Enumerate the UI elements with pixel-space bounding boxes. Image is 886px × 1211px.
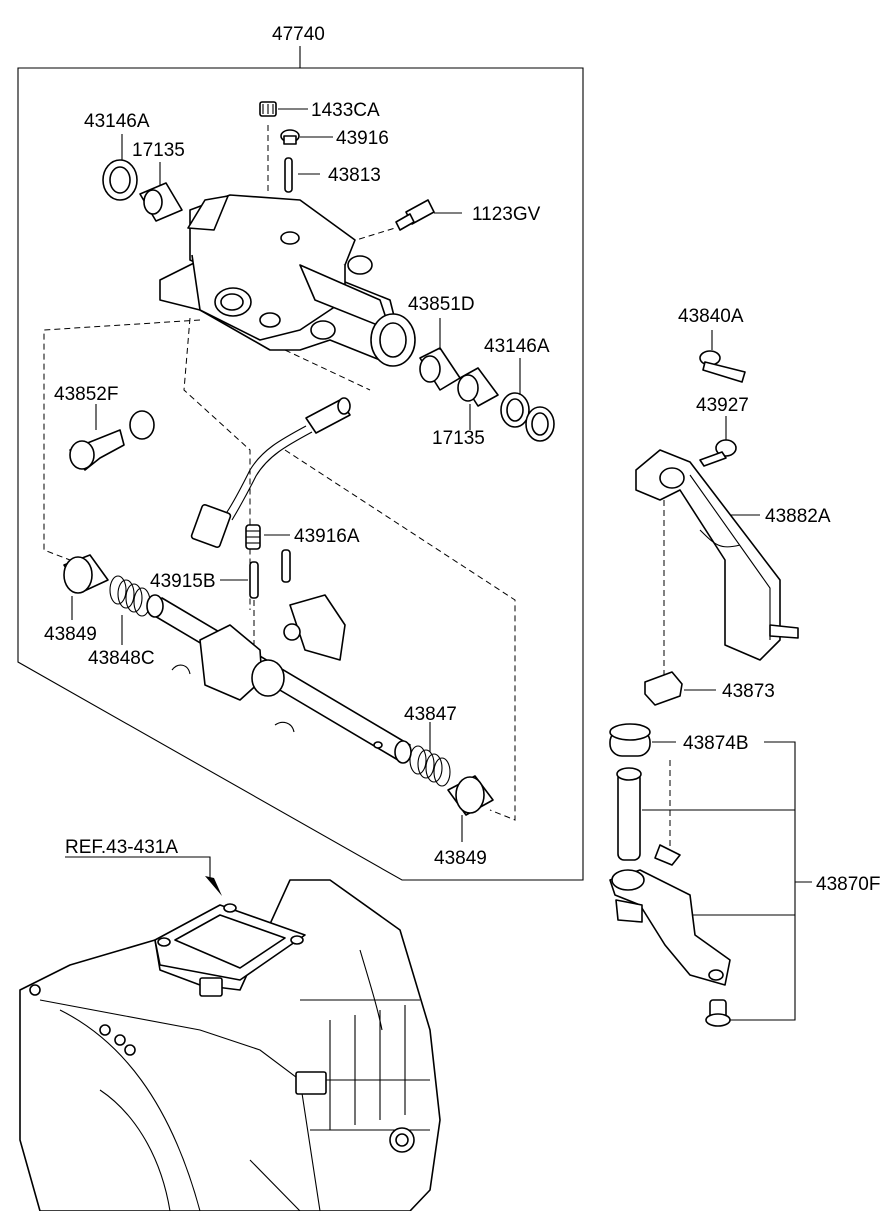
- part-1433CA: [259, 101, 277, 117]
- label-43146A-left: 43146A: [84, 111, 150, 132]
- housing-body: [159, 194, 416, 367]
- part-43848C: [109, 575, 151, 617]
- part-43847: [409, 745, 451, 787]
- part-43849-left: [63, 554, 109, 594]
- label-43852F: 43852F: [54, 384, 118, 405]
- label-17135-right: 17135: [432, 428, 485, 449]
- label-43840A: 43840A: [678, 306, 744, 327]
- label-43927: 43927: [696, 395, 749, 416]
- part-17135-right: [457, 367, 499, 407]
- part-43852F: [69, 410, 155, 471]
- label-REF: REF.43-431A: [65, 837, 178, 858]
- part-43882A: [635, 449, 799, 690]
- part-43870F-components: [609, 760, 731, 1027]
- assembly-frame: [17, 67, 584, 881]
- label-43848C: 43848C: [88, 648, 155, 669]
- bracket-43870F: [730, 741, 796, 1021]
- part-43874B: [609, 723, 651, 757]
- part-43146A-right: [500, 392, 555, 442]
- part-17135-left: [139, 182, 183, 222]
- part-1123GV: [395, 199, 435, 231]
- part-43915B: [249, 561, 259, 599]
- part-43849-bottom: [447, 775, 494, 816]
- guide-dash-left: [43, 319, 201, 561]
- label-43874B: 43874B: [683, 733, 749, 754]
- label-43813: 43813: [328, 165, 381, 186]
- shift-rail: [146, 594, 412, 764]
- part-43916: [280, 129, 300, 145]
- label-43849-bottom: 43849: [434, 848, 487, 869]
- label-43847: 43847: [404, 704, 457, 725]
- part-43927: [699, 439, 737, 467]
- label-43916: 43916: [336, 128, 389, 149]
- label-43146A-right: 43146A: [484, 336, 550, 357]
- part-43916A: [245, 524, 291, 583]
- label-43870F: 43870F: [816, 874, 880, 895]
- part-43840A: [699, 350, 746, 383]
- part-43146A-left: [102, 159, 138, 201]
- part-43851D: [419, 347, 461, 391]
- label-17135-left: 17135: [132, 140, 185, 161]
- label-43915B: 43915B: [150, 571, 216, 592]
- transmission-case: [19, 879, 441, 1211]
- label-1123GV: 1123GV: [472, 204, 541, 225]
- label-43873: 43873: [722, 681, 775, 702]
- label-43916A: 43916A: [294, 526, 360, 547]
- label-47740: 47740: [272, 24, 325, 45]
- part-43873: [644, 671, 683, 706]
- label-43882A: 43882A: [765, 506, 831, 527]
- label-43849-left: 43849: [44, 624, 97, 645]
- label-1433CA: 1433CA: [311, 100, 380, 121]
- label-43851D: 43851D: [408, 294, 475, 315]
- part-switch-sensor: [190, 397, 351, 548]
- part-43813: [284, 157, 293, 193]
